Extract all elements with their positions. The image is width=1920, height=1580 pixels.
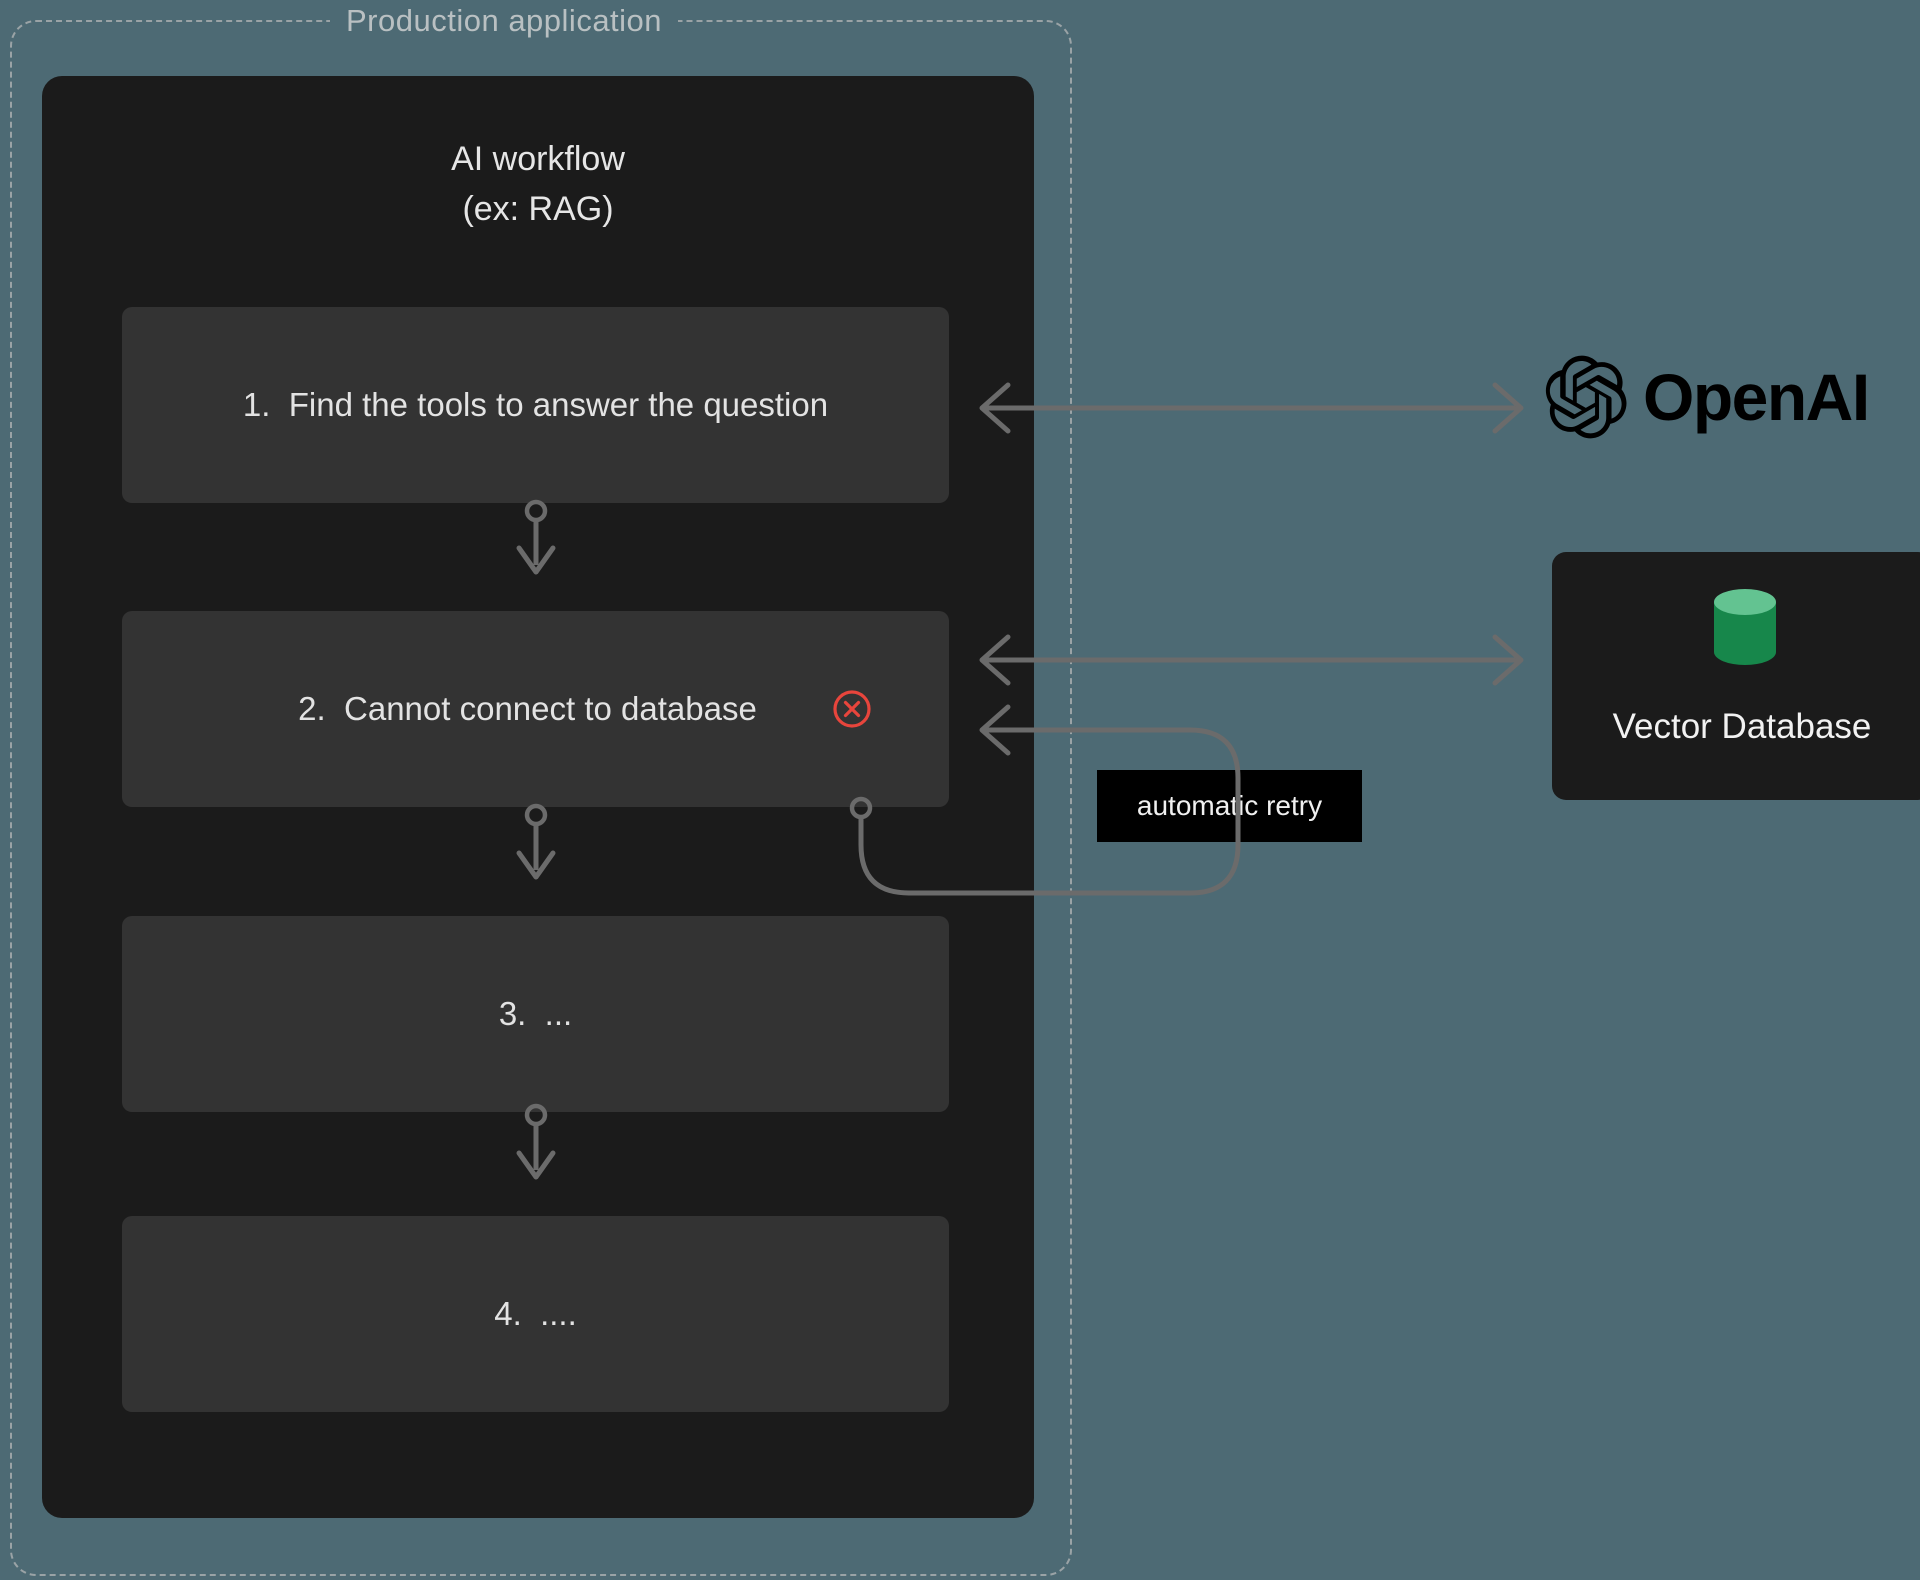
automatic-retry-tag: automatic retry	[1097, 770, 1362, 842]
ai-workflow-panel: AI workflow (ex: RAG) 1. Find the tools …	[42, 76, 1034, 1518]
workflow-step-3[interactable]: 3. ...	[122, 916, 949, 1112]
ai-workflow-title: AI workflow (ex: RAG)	[451, 140, 625, 228]
openai-wordmark: OpenAI	[1643, 360, 1870, 434]
database-cylinder-icon	[1714, 589, 1776, 665]
automatic-retry-label: automatic retry	[1136, 790, 1323, 821]
vector-database-service[interactable]: Vector Database	[1552, 552, 1920, 800]
workflow-step-1-label: 1. Find the tools to answer the question	[242, 386, 829, 423]
workflow-step-2[interactable]: 2. Cannot connect to database	[122, 611, 949, 807]
error-icon	[833, 690, 871, 728]
production-application-title: Production application	[330, 4, 679, 38]
workflow-step-4-label: 4. ....	[494, 1295, 577, 1332]
openai-blossom-icon	[1545, 355, 1627, 439]
openai-service[interactable]: OpenAI	[1545, 355, 1900, 439]
workflow-step-1[interactable]: 1. Find the tools to answer the question	[122, 307, 949, 503]
vector-database-label: Vector Database	[1612, 707, 1872, 746]
workflow-step-3-label: 3. ...	[498, 995, 573, 1032]
workflow-step-2-label: 2. Cannot connect to database	[298, 690, 757, 727]
workflow-step-4[interactable]: 4. ....	[122, 1216, 949, 1412]
